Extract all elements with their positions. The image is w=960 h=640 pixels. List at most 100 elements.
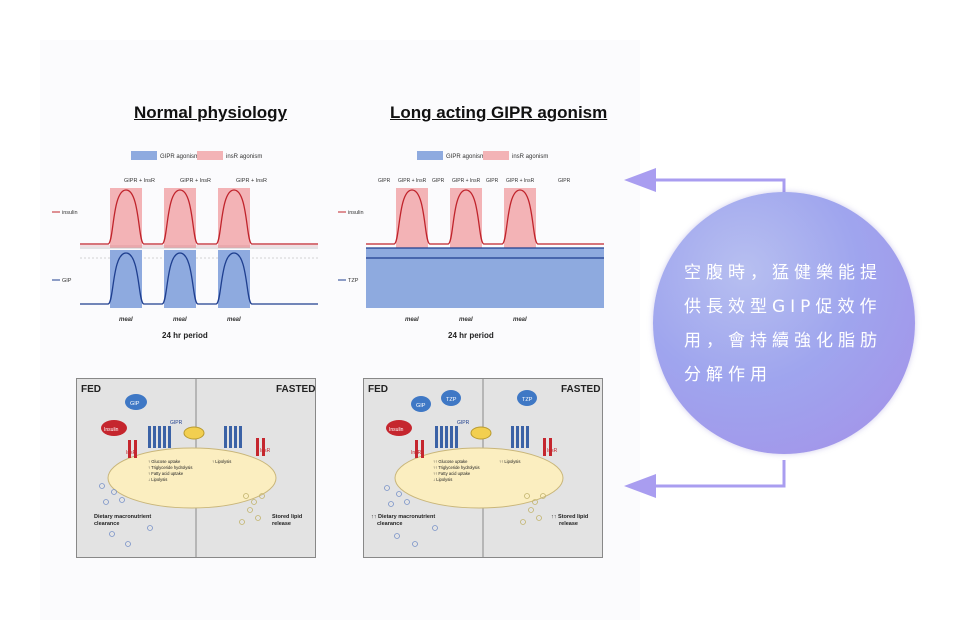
insr-label-fed: InsR <box>411 450 422 456</box>
effect-line: ↓ Lipolysis <box>433 477 452 482</box>
insulin-block <box>164 188 196 248</box>
legend-gipr-label: GIPR agonism <box>160 154 199 160</box>
lipolysis-effect: ↑ Lipolysis <box>212 459 231 464</box>
dietary-particles <box>99 483 153 547</box>
lipid-particles <box>239 493 265 525</box>
gip-molecule-label: GIP <box>416 403 426 409</box>
legend-insr-swatch <box>197 151 223 160</box>
lower-arrow-line <box>654 460 786 488</box>
gipr-receptor-fasted <box>511 426 529 448</box>
gipr-receptor-fed <box>435 426 458 448</box>
legend-gipr-swatch <box>131 151 157 160</box>
fasted-label: FASTED <box>276 384 315 395</box>
gip-molecule <box>411 396 431 412</box>
top-label: GIPR + InsR <box>506 178 535 184</box>
dietary-particles <box>384 485 438 547</box>
tzp-row-label: TZP <box>348 278 359 284</box>
top-label: GIPR + InsR <box>236 178 267 184</box>
stored-lipid-label: release <box>559 521 578 527</box>
insulin-row-label: insulin <box>62 210 78 216</box>
callout-bubble <box>653 192 915 454</box>
top-label: GIPR + InsR <box>180 178 211 184</box>
insr-receptor-fed <box>415 440 424 458</box>
top-label: GIPR <box>378 178 391 184</box>
insulin-molecule <box>101 420 127 436</box>
gip-molecule <box>125 394 147 410</box>
normal-adipocyte-diagram: FED FASTED GIP Insulin GIPR InsR InsR ↑ … <box>76 378 316 558</box>
insr-receptor-fed <box>128 440 137 458</box>
fasted-label: FASTED <box>561 384 600 395</box>
callout-text: 空腹時，猛健樂能提 供長效型GIP促效作 用，會持續強化脂肪 分解作用 <box>684 256 894 392</box>
insulin-molecule <box>386 420 412 436</box>
legend-insr-label: insR agonism <box>226 154 262 160</box>
effect-line: ↑↑ Fatty acid uptake <box>433 471 471 476</box>
callout-line: 空腹時，猛健樂能提 <box>684 263 882 283</box>
x-axis-label: 24 hr period <box>162 331 208 340</box>
meal-label: meal <box>405 317 419 323</box>
insulin-molecule-label: Insulin <box>389 427 404 433</box>
effect-line: ↑ Glucose uptake <box>148 459 181 464</box>
lower-arrow-head <box>624 474 656 498</box>
stored-lipid-label: Stored lipid <box>272 514 302 520</box>
insulin-block <box>504 188 536 248</box>
callout-line: 供長效型GIP促效作 <box>684 297 882 317</box>
legend-gipr-label: GIPR agonism <box>446 154 485 160</box>
insulin-block <box>450 188 482 248</box>
upper-arrow-head <box>624 168 656 192</box>
effect-line: ↓ Lipolysis <box>148 477 167 482</box>
insr-label-fed: InsR <box>126 450 137 456</box>
dietary-clearance-label: clearance <box>377 521 402 527</box>
right-figure-title: Long acting GIPR agonism <box>390 103 608 122</box>
effect-line: ↑ Triglyceride hydrolysis <box>148 465 192 470</box>
gipr-receptor-fed <box>148 426 171 448</box>
fed-label: FED <box>81 384 101 395</box>
insulin-curve <box>80 189 318 245</box>
lipid-particles <box>520 493 546 525</box>
meal-label: meal <box>227 317 241 323</box>
left-figure-title: Normal physiology <box>134 103 288 122</box>
effect-line: ↑ Fatty acid uptake <box>148 471 184 476</box>
top-label: GIPR + InsR <box>398 178 427 184</box>
insulin-row-label: insulin <box>348 210 364 216</box>
legend-gipr-swatch <box>417 151 443 160</box>
tzp-continuous-block <box>366 248 604 308</box>
tzp-molecule-label: TZP <box>522 397 533 403</box>
tzp-molecule-fed <box>441 390 461 406</box>
insr-label-fasted: InsR <box>547 448 558 454</box>
meal-label: meal <box>513 317 527 323</box>
top-label: GIPR <box>432 178 445 184</box>
fed-label: FED <box>368 384 388 395</box>
stored-lipid-label: release <box>272 521 291 527</box>
callout-arrows <box>624 168 786 498</box>
tzp-adipocyte-diagram: FED FASTED GIP TZP TZP Insulin GIPR InsR… <box>363 378 603 558</box>
top-label: GIPR <box>486 178 499 184</box>
insr-receptor-fasted <box>256 438 265 456</box>
legend-insr-label: insR agonism <box>512 154 548 160</box>
legend-insr-swatch <box>483 151 509 160</box>
meal-label: meal <box>173 317 187 323</box>
tzp-molecule-fasted <box>517 390 537 406</box>
effect-line: ↑↑ Triglyceride hydrolysis <box>433 465 480 470</box>
effect-line: ↑↑ Glucose uptake <box>433 459 468 464</box>
gipr-label: GIPR <box>457 420 470 426</box>
insulin-block <box>110 188 142 248</box>
gip-row-label: GIP <box>62 278 72 284</box>
gip-block <box>218 250 250 308</box>
dietary-clearance-label: clearance <box>94 521 119 527</box>
dietary-clearance-label: ↑↑ Dietary macronutrient <box>371 514 435 520</box>
lipid-droplet <box>183 426 205 440</box>
insulin-curve <box>366 189 604 245</box>
insulin-block <box>218 188 250 248</box>
insulin-block <box>396 188 428 248</box>
meal-label: meal <box>459 317 473 323</box>
normal-physiology-chart: GIPR agonism insR agonism GIPR + InsR GI… <box>52 151 318 340</box>
gip-molecule-label: GIP <box>130 401 140 407</box>
tzp-molecule-label: TZP <box>446 397 457 403</box>
meal-label: meal <box>119 317 133 323</box>
top-label: GIPR + InsR <box>124 178 155 184</box>
gip-block <box>164 250 196 308</box>
callout-line: 用，會持續強化脂肪 <box>684 331 882 351</box>
stored-lipid-label: ↑↑ Stored lipid <box>551 514 588 520</box>
upper-arrow-line <box>654 178 786 194</box>
insr-receptor-fasted <box>543 438 552 456</box>
